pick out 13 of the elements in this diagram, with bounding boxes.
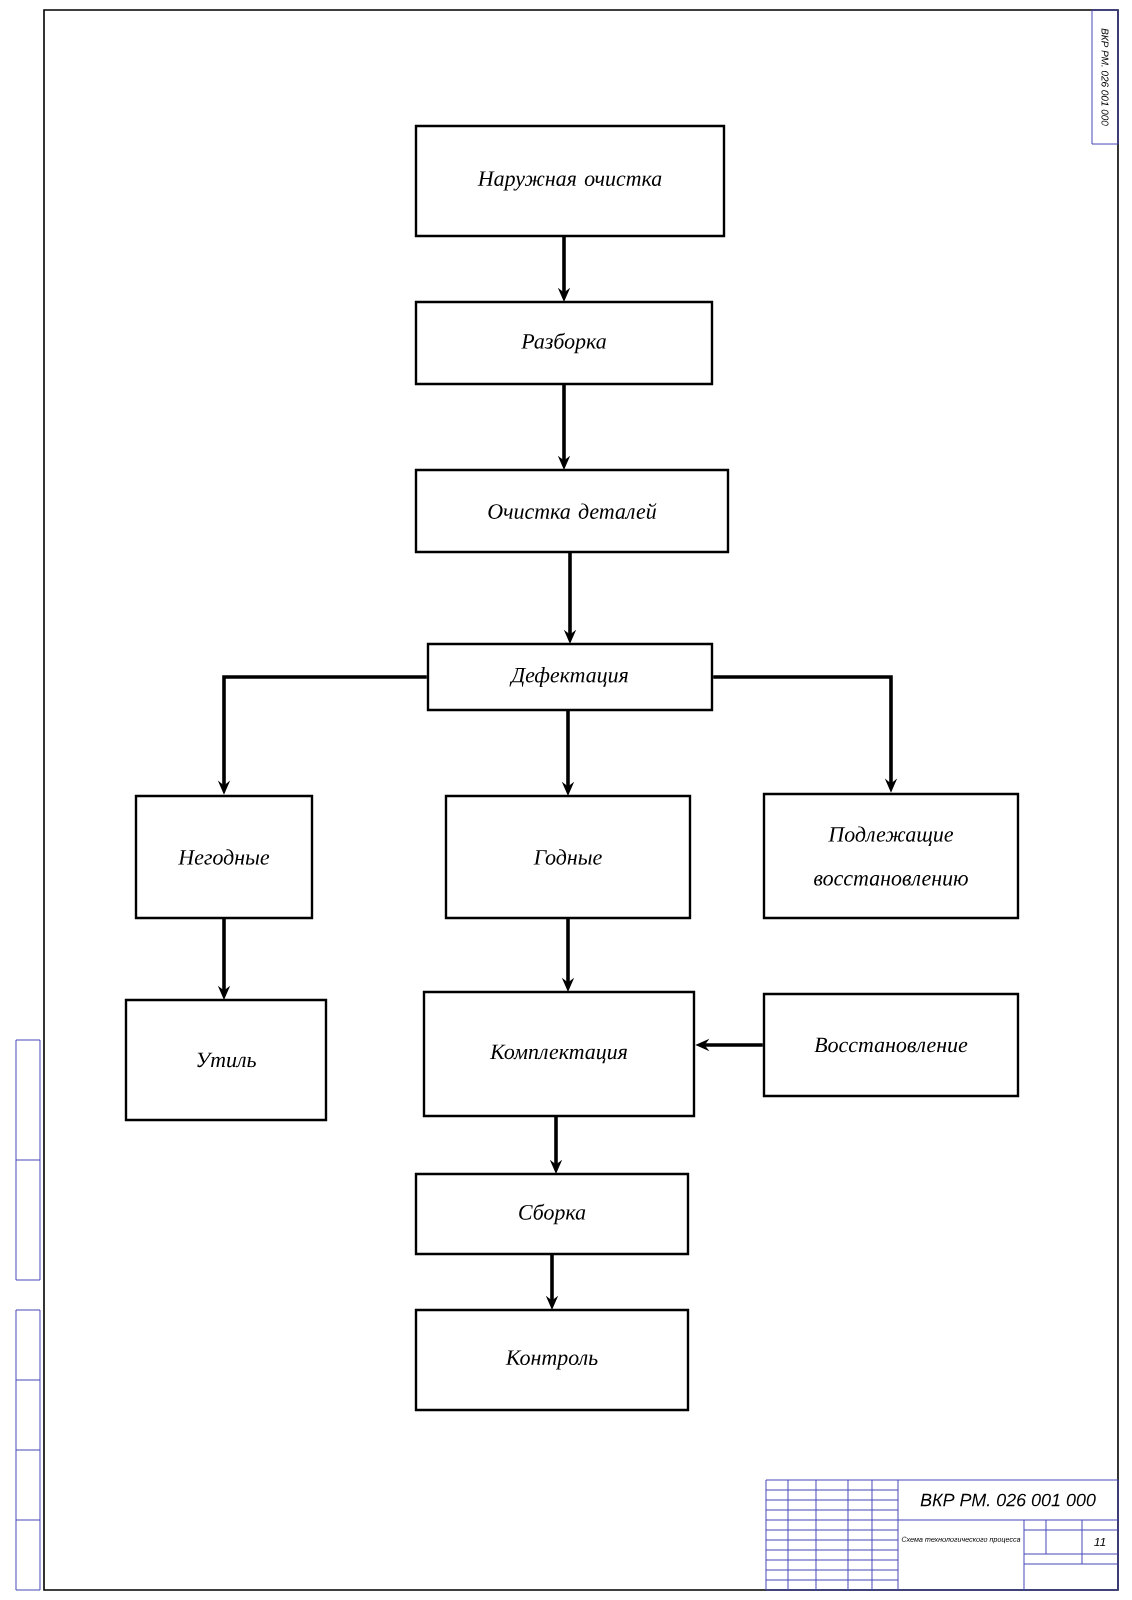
document-code: ВКР РМ. 026 001 000	[920, 1493, 1096, 1507]
process-box: Годные	[444, 794, 692, 920]
process-box: Комплектация	[422, 990, 696, 1118]
process-box: Сборка	[414, 1172, 690, 1256]
process-box: Наружная очистка	[414, 124, 726, 238]
process-box: Разборка	[414, 300, 714, 386]
process-box: Утиль	[124, 998, 328, 1122]
process-box: Негодные	[134, 794, 314, 920]
process-box: Восстановление	[762, 992, 1020, 1098]
process-box: Подлежащие восстановлению	[762, 792, 1020, 920]
process-box: Очистка деталей	[414, 468, 730, 554]
process-box: Дефектация	[426, 642, 714, 712]
process-box: Контроль	[414, 1308, 690, 1412]
